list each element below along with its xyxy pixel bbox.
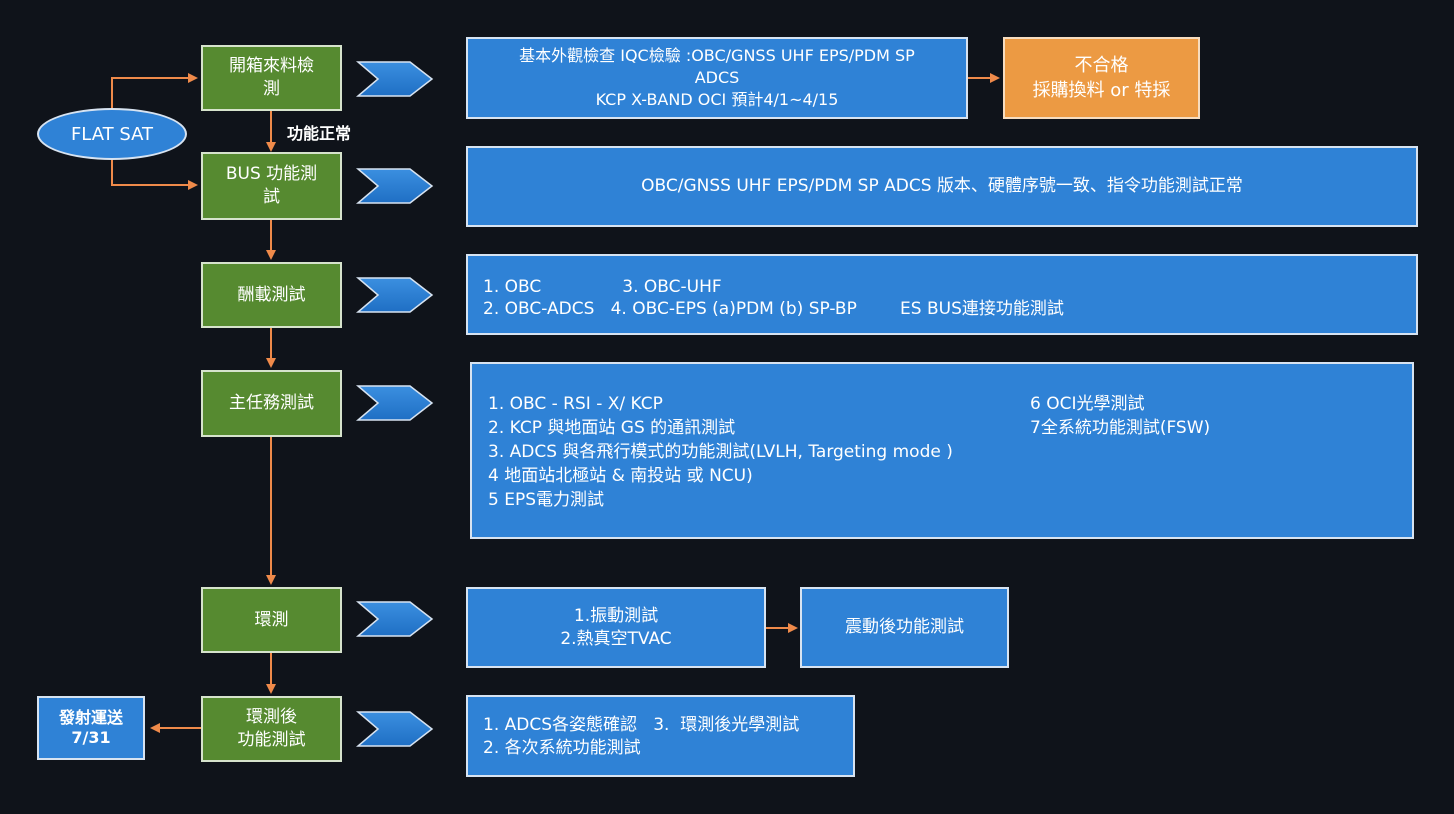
detail-incoming-inspection: 基本外觀檢查 IQC檢驗 :OBC/GNSS UHF EPS/PDM SP AD… [466, 37, 968, 119]
connector-start-to-bus [111, 156, 198, 190]
edge-label-function-ok: 功能正常 [287, 124, 352, 143]
chevron-arrow-icon [355, 277, 434, 313]
chevron-arrow-icon [355, 711, 434, 747]
stage-label: 環測後 功能測試 [237, 707, 306, 750]
detail-post-vibration-test: 震動後功能測試 [800, 587, 1009, 668]
chevron-arrow-icon [355, 385, 434, 421]
detail-text: 震動後功能測試 [845, 617, 964, 637]
stage-environmental-test: 環測 [201, 587, 342, 653]
detail-text: 1.振動測試 2.熱真空TVAC [560, 605, 672, 649]
detail-bus-test: OBC/GNSS UHF EPS/PDM SP ADCS 版本、硬體序號一致、指… [466, 146, 1418, 227]
detail-mission-test: 1. OBC - RSI - X/ KCP 2. KCP 與地面站 GS 的通訊… [470, 362, 1414, 539]
stage-label: 主任務測試 [229, 393, 314, 413]
detail-reject: 不合格 採購換料 or 特採 [1003, 37, 1200, 119]
detail-text: 基本外觀檢查 IQC檢驗 :OBC/GNSS UHF EPS/PDM SP AD… [519, 46, 915, 109]
detail-text-left: 1. OBC - RSI - X/ KCP 2. KCP 與地面站 GS 的通訊… [488, 394, 953, 510]
stage-incoming-inspection: 開箱來料檢 測 [201, 45, 342, 111]
chevron-arrow-icon [355, 168, 434, 204]
detail-environmental-test: 1.振動測試 2.熱真空TVAC [466, 587, 766, 668]
stage-label: 酬載測試 [237, 284, 306, 305]
detail-text: 不合格 採購換料 or 特採 [1032, 55, 1171, 101]
stage-post-env-test: 環測後 功能測試 [201, 696, 342, 762]
stage-payload-test: 酬載測試 [201, 262, 342, 328]
chevron-arrow-icon [355, 601, 434, 637]
stage-label: 開箱來料檢 測 [229, 56, 314, 99]
connector-start-to-incoming [111, 73, 198, 110]
stage-mission-test: 主任務測試 [201, 370, 342, 437]
start-node-flat-sat: FLAT SAT [37, 108, 187, 160]
chevron-arrow-icon [355, 61, 434, 97]
detail-payload-test: 1. OBC 3. OBC-UHF 2. OBC-ADCS 4. OBC-EPS… [466, 254, 1418, 335]
detail-text: 1. OBC 3. OBC-UHF 2. OBC-ADCS 4. OBC-EPS… [483, 277, 1064, 319]
stage-bus-test: BUS 功能測 試 [201, 152, 342, 220]
detail-text: OBC/GNSS UHF EPS/PDM SP ADCS 版本、硬體序號一致、指… [641, 176, 1243, 196]
start-label: FLAT SAT [70, 123, 154, 145]
detail-text: 1. ADCS各姿態確認 3. 環測後光學測試 2. 各次系統功能測試 [483, 715, 800, 758]
detail-text-right: 6 OCI光學測試 7全系統功能測試(FSW) [1030, 394, 1211, 438]
stage-label: BUS 功能測 試 [225, 164, 318, 207]
end-node-launch: 發射運送 7/31 [37, 696, 145, 760]
stage-label: 環測 [254, 609, 289, 630]
detail-post-env-test: 1. ADCS各姿態確認 3. 環測後光學測試 2. 各次系統功能測試 [466, 695, 855, 777]
end-label: 發射運送 7/31 [58, 708, 123, 747]
